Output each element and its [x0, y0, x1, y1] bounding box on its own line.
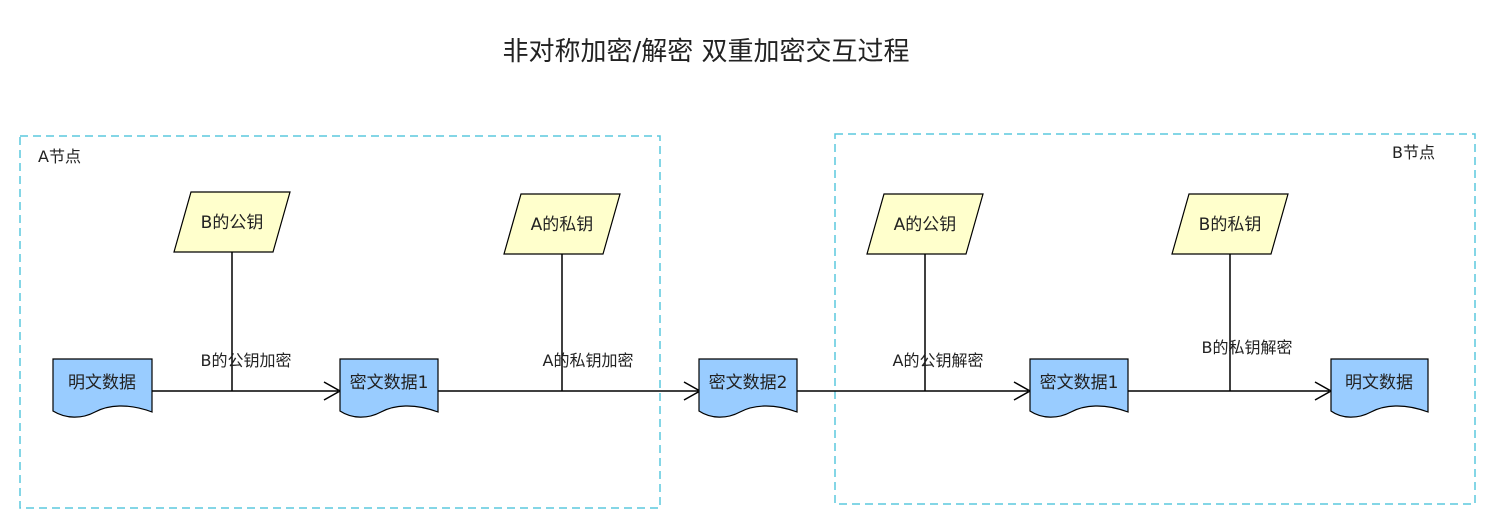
- key-a-public-label: A的公钥: [894, 215, 957, 235]
- doc-plain-a-label: 明文数据: [68, 373, 136, 393]
- doc-cipher1-a-label: 密文数据1: [350, 373, 429, 393]
- doc-cipher1-b-shape: [1029, 358, 1129, 418]
- edge-label-encrypt-b-public: B的公钥加密: [201, 351, 292, 370]
- key-b-private-shape: [1171, 193, 1289, 255]
- doc-cipher1-a-shape: [339, 358, 439, 418]
- doc-cipher2-label: 密文数据2: [709, 373, 788, 393]
- edge-label-encrypt-a-private: A的私钥加密: [543, 351, 634, 370]
- diagram-title: 非对称加密/解密 双重加密交互过程: [502, 37, 909, 67]
- doc-plain-b-label: 明文数据: [1345, 373, 1413, 393]
- node-a-container: [19, 135, 661, 509]
- edge-label-decrypt-b-private: B的私钥解密: [1202, 338, 1293, 357]
- edge-label-decrypt-a-public: A的公钥解密: [893, 351, 984, 370]
- key-b-private-label: B的私钥: [1199, 215, 1262, 235]
- key-b-public-label: B的公钥: [201, 213, 264, 233]
- doc-cipher1-b-label: 密文数据1: [1040, 373, 1119, 393]
- doc-plain-b-shape: [1330, 358, 1429, 418]
- doc-plain-a-shape: [52, 358, 153, 418]
- node-a-label: A节点: [38, 147, 81, 166]
- key-a-public-shape: [866, 193, 984, 255]
- key-a-private-label: A的私钥: [531, 215, 594, 235]
- node-b-label: B节点: [1392, 143, 1435, 162]
- key-a-private-shape: [503, 193, 621, 255]
- doc-cipher2-shape: [698, 358, 798, 418]
- key-b-public-shape: [173, 191, 291, 253]
- node-b-container: [834, 133, 1476, 505]
